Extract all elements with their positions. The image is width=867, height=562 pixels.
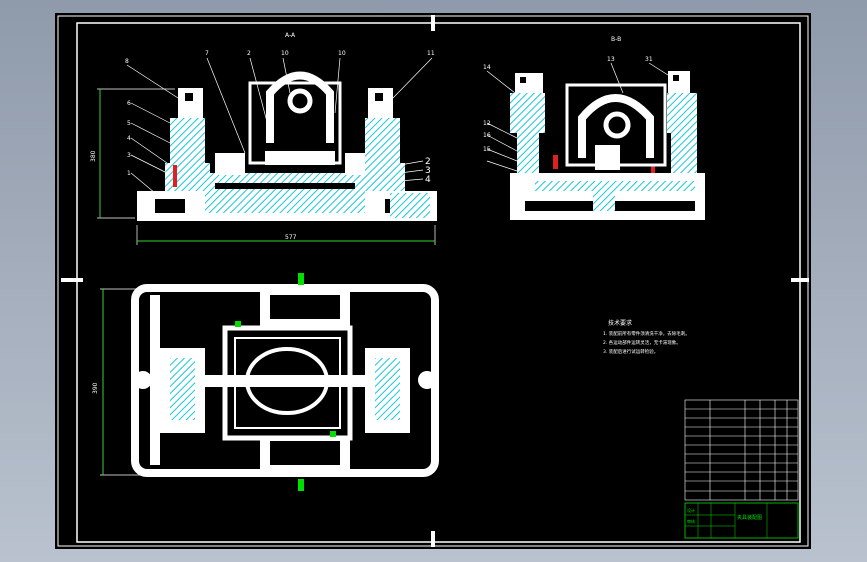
callout-10a: 10	[281, 50, 289, 57]
callout-1: 1	[127, 170, 131, 177]
inner-frame	[76, 22, 801, 543]
dim-height-a: 380	[90, 150, 97, 162]
callout-3-right: 3	[425, 166, 431, 176]
callout-7: 7	[205, 50, 209, 57]
callout-2-top: 2	[247, 50, 251, 57]
centring-mark-left	[61, 278, 83, 282]
dim-height-plan: 390	[92, 382, 99, 394]
callout-6: 6	[127, 100, 131, 107]
callout-14: 14	[483, 64, 491, 71]
parts-list	[684, 399, 799, 501]
callout-11: 11	[427, 50, 435, 57]
section-a-view: A-A	[90, 32, 437, 245]
drawing-name: 夹具装配图	[737, 514, 762, 521]
checker-label: 审核	[687, 518, 695, 524]
section-a-title: A-A	[285, 32, 296, 39]
callout-5: 5	[127, 120, 131, 127]
tech-req-line-1: 1. 装配前所有零件须清洗干净，去除毛刺。	[603, 330, 690, 337]
centring-mark-right	[791, 278, 809, 282]
callout-13: 13	[607, 56, 615, 63]
tech-req-heading: 技术要求	[608, 319, 632, 327]
section-b-title: B-B	[611, 36, 621, 43]
plan-view: 390	[92, 273, 439, 491]
centring-mark-top	[431, 15, 435, 31]
parts-list-rows	[685, 408, 798, 492]
technical-requirements: 技术要求 1. 装配前所有零件须清洗干净，去除毛刺。 2. 各运动部件运转灵活，…	[603, 319, 690, 355]
callout-3: 3	[127, 152, 131, 159]
callout-8: 8	[125, 58, 129, 65]
tech-req-line-2: 2. 各运动部件运转灵活，无卡滞现象。	[603, 339, 681, 346]
tech-req-line-3: 3. 装配后进行试运转检验。	[603, 348, 658, 355]
callout-2-right: 2	[425, 157, 431, 167]
centring-mark-bottom	[431, 531, 435, 547]
section-b-view: B-B 14 12 16 15	[483, 36, 705, 220]
cad-drawing: A-A	[57, 15, 809, 547]
callout-4-right: 4	[425, 175, 431, 185]
callout-31: 31	[645, 56, 653, 63]
title-block: 夹具装配图 设计 审核	[684, 502, 799, 539]
dim-width-a: 577	[285, 234, 297, 241]
callout-4: 4	[127, 135, 131, 142]
callout-10b: 10	[338, 50, 346, 57]
callout-16: 16	[483, 132, 491, 139]
callout-12: 12	[483, 120, 491, 127]
designer-label: 设计	[687, 507, 695, 513]
callout-15: 15	[483, 146, 491, 153]
drawing-sheet: A-A	[55, 13, 811, 549]
